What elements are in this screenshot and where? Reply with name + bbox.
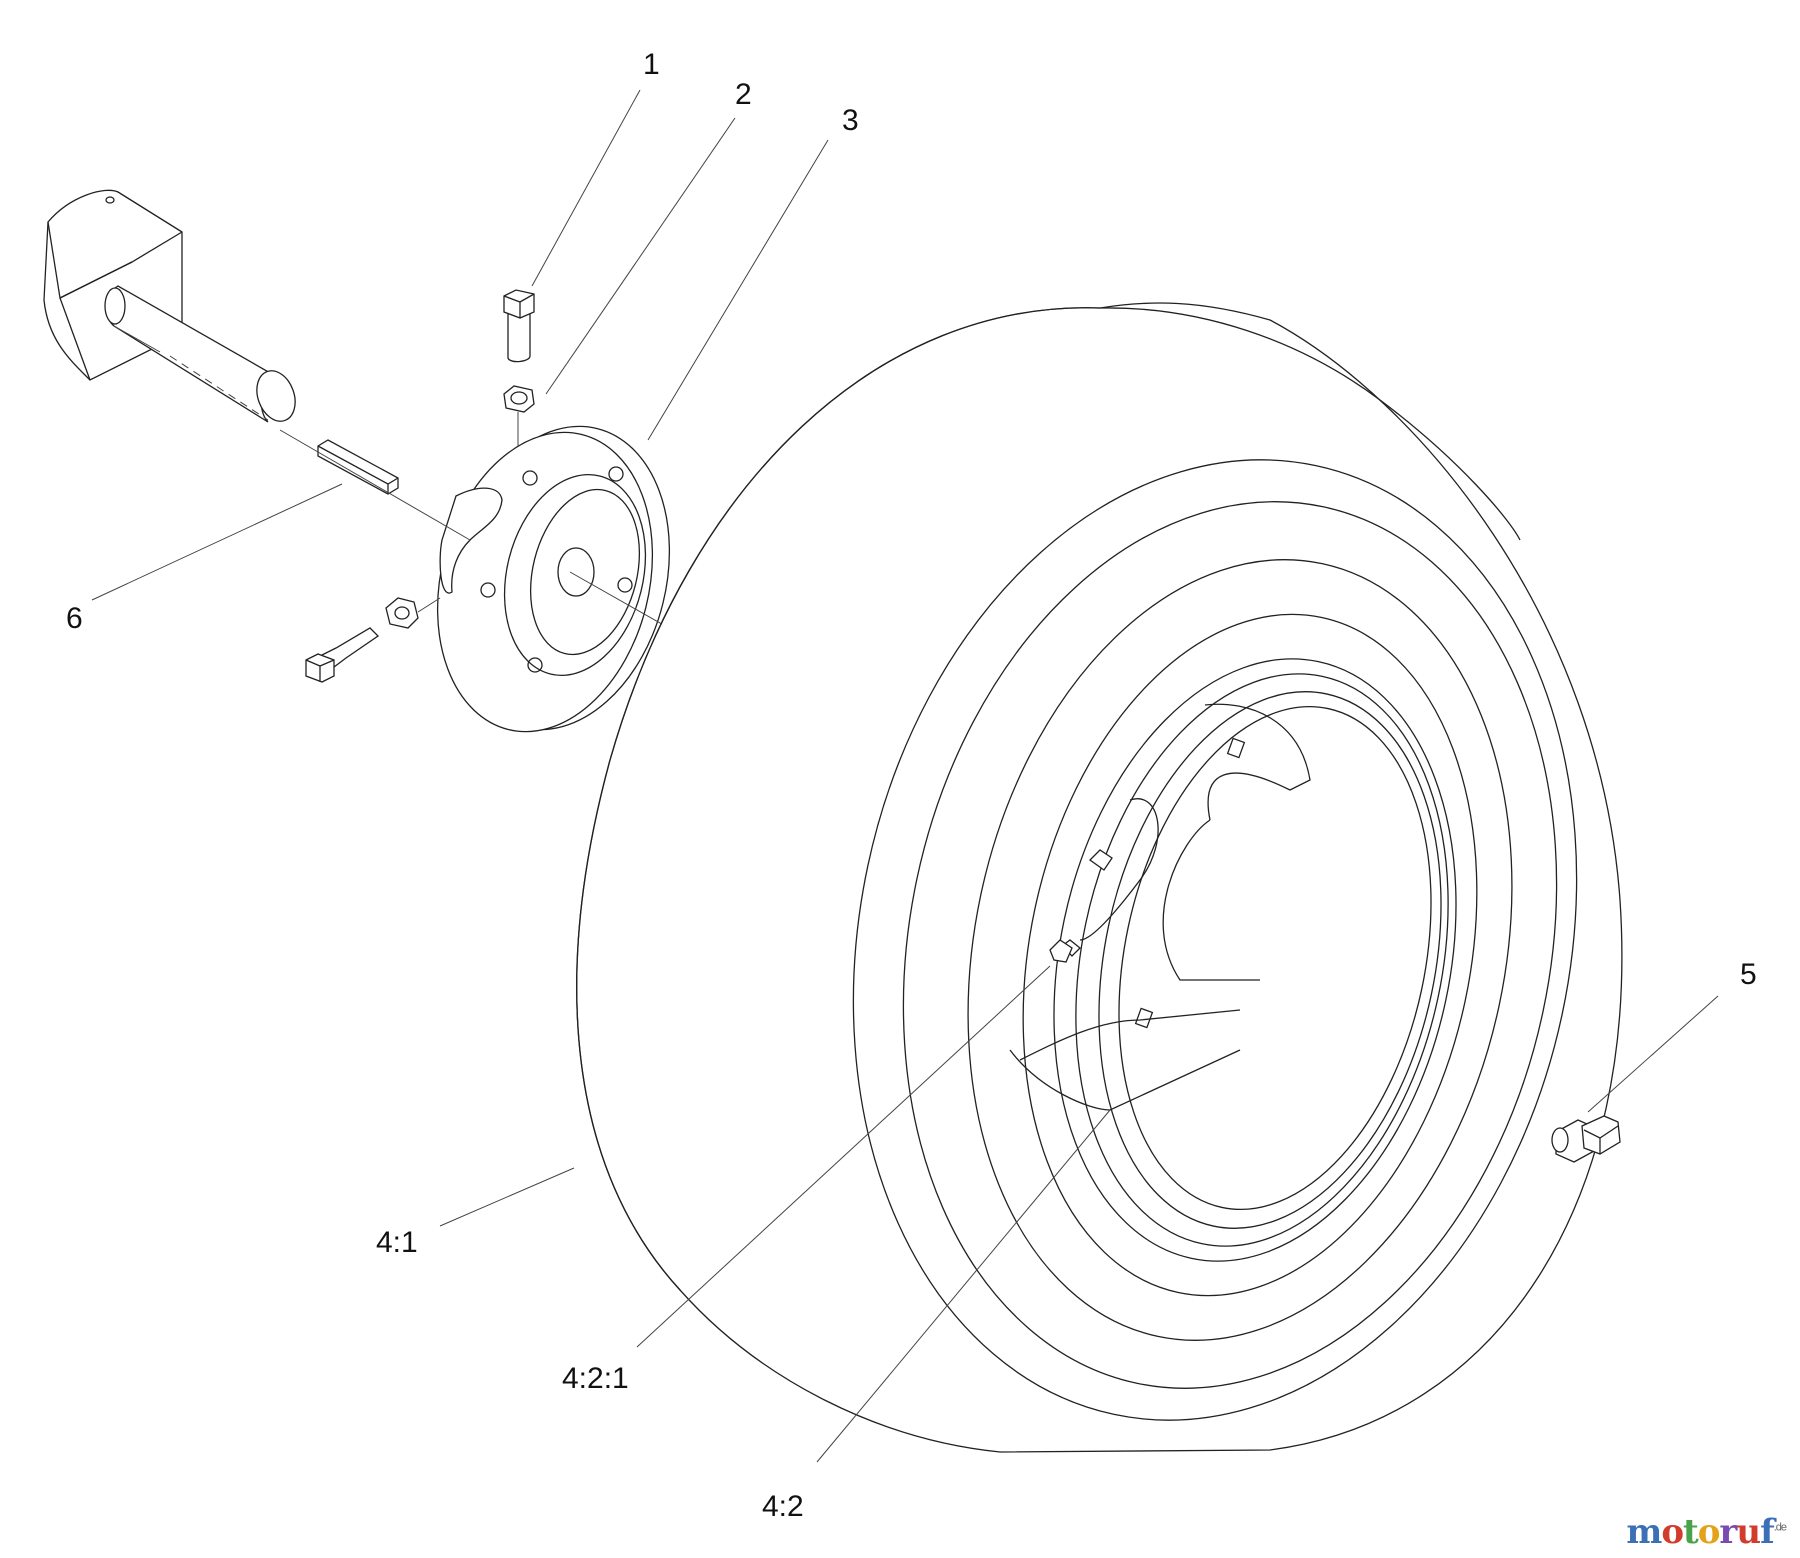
- watermark-logo: motoruf.de: [1626, 1512, 1787, 1552]
- callout-1: 1: [643, 48, 660, 81]
- callout-4-1: 4:1: [376, 1226, 418, 1259]
- axle-shaft: [43, 189, 296, 423]
- leader-lines: [91, 89, 1719, 1463]
- rim: [1009, 658, 1457, 1262]
- callout-4-2-1: 4:2:1: [562, 1362, 629, 1395]
- lug-bolt: [1551, 1115, 1621, 1163]
- wheel-hub: [436, 425, 671, 733]
- callout-3: 3: [842, 104, 859, 137]
- callout-4-2: 4:2: [762, 1490, 804, 1523]
- callout-6: 6: [66, 602, 83, 635]
- valve-stem: [1049, 849, 1113, 963]
- hub-bolt: [503, 289, 535, 363]
- woodruff-key: [317, 439, 399, 495]
- lower-bolt: [305, 627, 380, 683]
- lower-nut: [385, 597, 441, 629]
- hub-nut: [503, 385, 535, 446]
- callout-5: 5: [1740, 958, 1757, 991]
- callout-2: 2: [735, 78, 752, 111]
